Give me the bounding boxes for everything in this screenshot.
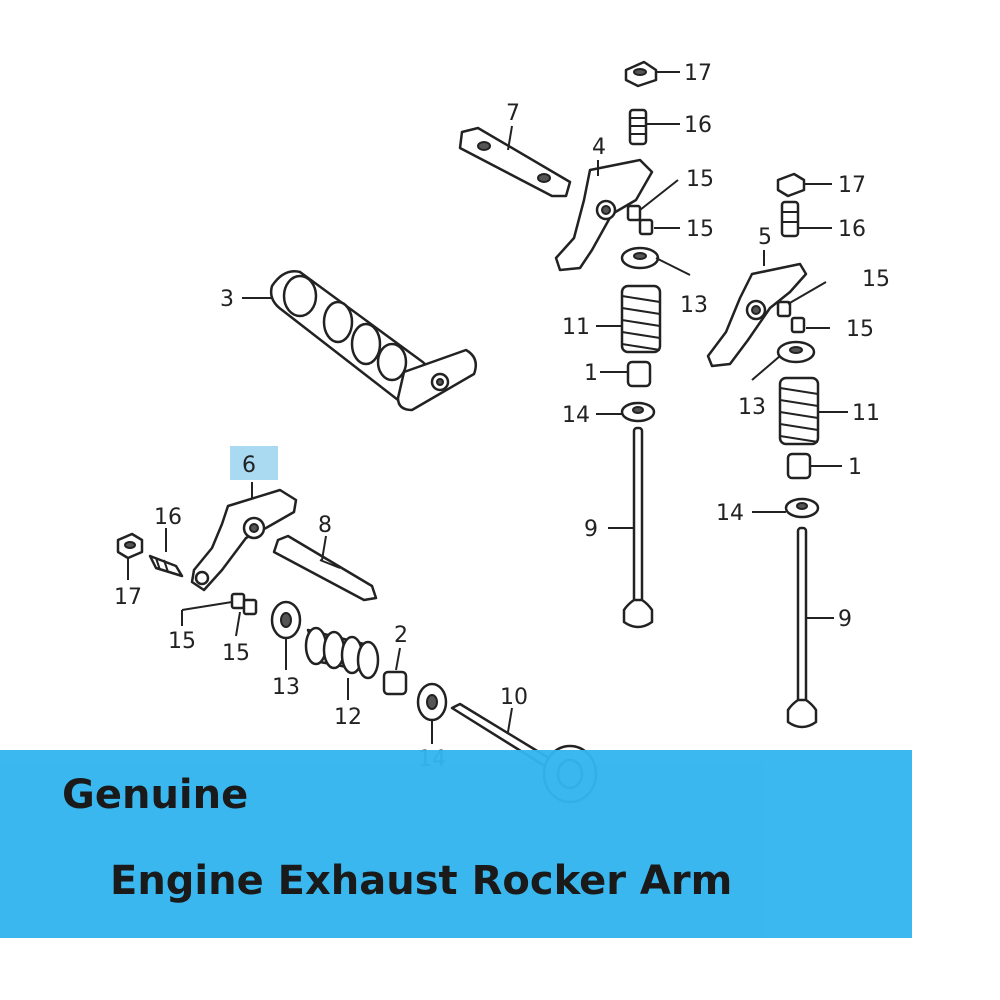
- valve-stem-seal-2: [382, 670, 408, 696]
- camshaft-3: [269, 270, 477, 412]
- callout-15: 15: [168, 629, 196, 654]
- callout-9: 9: [838, 607, 852, 632]
- callout-4: 4: [592, 135, 606, 160]
- valve-cotter-15-lower: [230, 592, 258, 616]
- callout-12: 12: [334, 705, 362, 730]
- callout-6: 6: [242, 453, 256, 478]
- rocker-arm-6: [190, 488, 298, 592]
- adjusting-screw-16-lower: [148, 554, 184, 578]
- callout-15: 15: [862, 267, 890, 292]
- spring-retainer-13-lower: [270, 600, 302, 640]
- callout-1: 1: [584, 361, 598, 386]
- spring-seat-14: [620, 401, 656, 423]
- callout-10: 10: [500, 685, 528, 710]
- spring-retainer-13: [620, 246, 660, 270]
- adjusting-screw-16-right: [780, 200, 800, 238]
- callout-17: 17: [114, 585, 142, 610]
- valve-9-right: [786, 526, 818, 729]
- callout-11: 11: [852, 401, 880, 426]
- callout-2: 2: [394, 623, 408, 648]
- rocker-shaft-7: [458, 126, 572, 198]
- valve-stem-seal-1: [626, 360, 652, 388]
- callout-13: 13: [272, 675, 300, 700]
- callout-17: 17: [838, 173, 866, 198]
- callout-16: 16: [838, 217, 866, 242]
- callout-15: 15: [846, 317, 874, 342]
- spring-seat-14-lower: [416, 682, 448, 722]
- callout-14: 14: [716, 501, 744, 526]
- part-6-highlight: [230, 446, 278, 480]
- lock-nut-17-lower: [116, 532, 144, 560]
- callout-15: 15: [686, 167, 714, 192]
- callout-13: 13: [680, 293, 708, 318]
- lock-nut-17-right: [776, 172, 806, 198]
- spring-retainer-13-right: [776, 340, 816, 364]
- valve-spring-11: [620, 284, 662, 354]
- lock-nut-17: [624, 60, 658, 88]
- callout-16: 16: [154, 505, 182, 530]
- callout-15: 15: [222, 641, 250, 666]
- valve-spring-12: [304, 626, 380, 680]
- callout-7: 7: [506, 101, 520, 126]
- callout-8: 8: [318, 513, 332, 538]
- product-title-banner: Genuine Engine Exhaust Rocker Arm: [0, 750, 912, 938]
- callout-14: 14: [562, 403, 590, 428]
- rocker-arm-4: [554, 158, 654, 272]
- callout-16: 16: [684, 113, 712, 138]
- rocker-arm-5: [706, 262, 808, 368]
- valve-stem-seal-1-right: [786, 452, 812, 480]
- callout-15: 15: [686, 217, 714, 242]
- callout-1: 1: [848, 455, 862, 480]
- adjusting-screw-16: [628, 108, 648, 146]
- valve-cotter-15: [626, 204, 654, 236]
- callout-11: 11: [562, 315, 590, 340]
- spring-seat-14-right: [784, 497, 820, 519]
- rocker-shaft-8: [272, 534, 378, 602]
- callout-3: 3: [220, 287, 234, 312]
- callout-5: 5: [758, 225, 772, 250]
- banner-genuine-label: Genuine: [62, 772, 249, 818]
- valve-spring-11-right: [778, 376, 820, 446]
- callout-9: 9: [584, 517, 598, 542]
- callout-17: 17: [684, 61, 712, 86]
- callout-13: 13: [738, 395, 766, 420]
- valve-9: [622, 426, 654, 629]
- valve-cotter-15-right: [776, 300, 806, 334]
- banner-product-name: Engine Exhaust Rocker Arm: [110, 858, 733, 904]
